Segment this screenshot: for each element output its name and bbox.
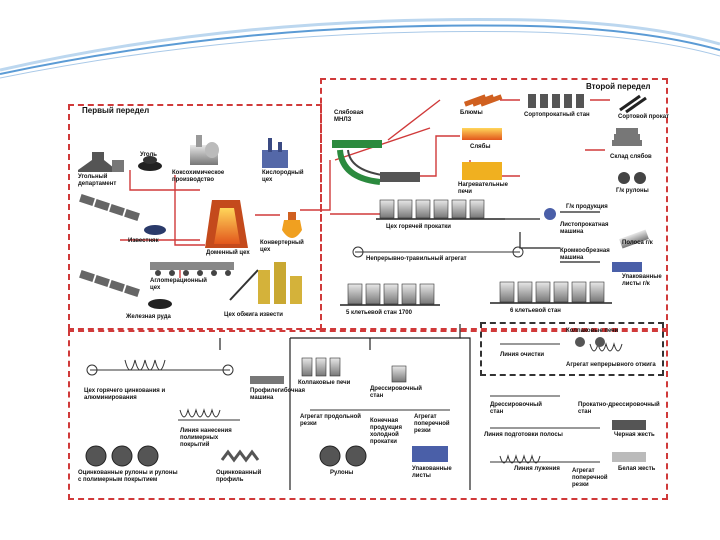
label-tinning: Линия лужения bbox=[514, 466, 560, 472]
tin-panel bbox=[480, 322, 664, 376]
label-billets: Блюмы bbox=[460, 110, 483, 116]
label-cross-cut2: Агрегат поперечной резки bbox=[572, 468, 608, 488]
coke-plant-icon bbox=[190, 135, 219, 165]
converter-icon bbox=[282, 212, 302, 238]
label-coal-dept: Угольный департамент bbox=[78, 174, 117, 187]
label-bell2: Колпаковые печи bbox=[566, 328, 619, 334]
label-blast-furnace: Доменный цех bbox=[206, 250, 250, 256]
label-prep-line: Линия подготовки полосы bbox=[484, 432, 563, 438]
label-profile: Профилегибочная машина bbox=[250, 388, 306, 401]
label-mill1700: 5 клетьевой стан 1700 bbox=[346, 310, 412, 316]
label-hot-rolling: Цех горячей прокатки bbox=[386, 224, 451, 230]
label-coke: Коксохимическое производство bbox=[172, 170, 225, 183]
label-cold-product: Конечная продукция холодной прокатки bbox=[370, 418, 402, 445]
label-packed-sheets: Упакованные листы bbox=[412, 466, 452, 479]
label-coils: Рулоны bbox=[330, 470, 354, 476]
label-galv: Цех горячего цинкования и алюминирования bbox=[84, 388, 166, 401]
label-hr-coils: Г/к рулоны bbox=[616, 188, 649, 194]
coal-dept-icon bbox=[78, 152, 124, 172]
label-hr-sheets: Упакованные листы г/к bbox=[622, 274, 662, 287]
agglo-icon bbox=[150, 262, 234, 276]
label-slab-store: Склад слябов bbox=[610, 154, 652, 160]
label-limestone: Известняк bbox=[128, 238, 159, 244]
header-waves bbox=[0, 0, 720, 79]
label-galv-profile: Оцинкованный профиль bbox=[216, 470, 262, 483]
galv-line-drawing bbox=[86, 359, 234, 376]
label-cleaning: Линия очистки bbox=[500, 352, 545, 358]
label-section-mill: Сортопрокатный стан bbox=[524, 112, 590, 118]
label-hr-product: Г/к продукция bbox=[566, 204, 608, 210]
label-rolling-temper: Прокатно-дрессировочный стан bbox=[578, 402, 660, 415]
label-hr-strip: Полоса г/к bbox=[622, 240, 653, 246]
first-stage-title: Первый передел bbox=[82, 106, 150, 115]
label-pickling: Непрерывно-травильный агрегат bbox=[366, 256, 467, 262]
oxygen-plant-icon bbox=[262, 138, 288, 168]
label-sheet-mill: Листопрокатная машина bbox=[560, 222, 609, 235]
label-coal: Уголь bbox=[140, 152, 157, 158]
label-coating: Линия нанесения полимерных покрытий bbox=[180, 428, 232, 448]
label-cross-cut: Агрегат поперечной резки bbox=[414, 414, 450, 434]
label-mill5: 6 клетьевой стан bbox=[510, 308, 561, 314]
finishing-panel bbox=[68, 330, 668, 500]
label-iron-ore: Железная руда bbox=[126, 314, 171, 320]
label-converter: Конвертерный цех bbox=[260, 240, 304, 253]
second-stage-panel bbox=[320, 78, 668, 330]
label-temper: Дрессировочный стан bbox=[370, 386, 422, 399]
label-galv-coils: Оцинкованные рулоны и рулоны с полимерны… bbox=[78, 470, 178, 483]
label-black-tin: Черная жесть bbox=[614, 432, 655, 438]
label-oxygen: Кислородный цех bbox=[262, 170, 304, 183]
label-long-cut: Агрегат продольной резки bbox=[300, 414, 361, 427]
blast-furnace-icon bbox=[205, 200, 248, 248]
label-lime: Цех обжига извести bbox=[224, 312, 283, 318]
label-slabs: Слябы bbox=[470, 144, 491, 150]
label-cont-anneal: Агрегат непрерывного отжига bbox=[566, 362, 656, 368]
label-agglo: Аглomeрационный цех bbox=[150, 278, 207, 291]
label-cut-machine: Кромкообрезная машина bbox=[560, 248, 610, 261]
label-white-tin: Белая жесть bbox=[618, 466, 656, 472]
label-temper2: Дрессировочный стан bbox=[490, 402, 542, 415]
caster-icon bbox=[332, 140, 420, 185]
lime-kiln-icon bbox=[229, 262, 302, 304]
label-heating: Нагревательные печи bbox=[458, 182, 508, 195]
label-caster: Слябовая МНЛЗ bbox=[334, 110, 364, 123]
label-bell: Колпаковые печи bbox=[298, 380, 351, 386]
label-section-product: Сортовой прокат bbox=[618, 114, 669, 120]
second-stage-title: Второй передел bbox=[586, 82, 651, 91]
